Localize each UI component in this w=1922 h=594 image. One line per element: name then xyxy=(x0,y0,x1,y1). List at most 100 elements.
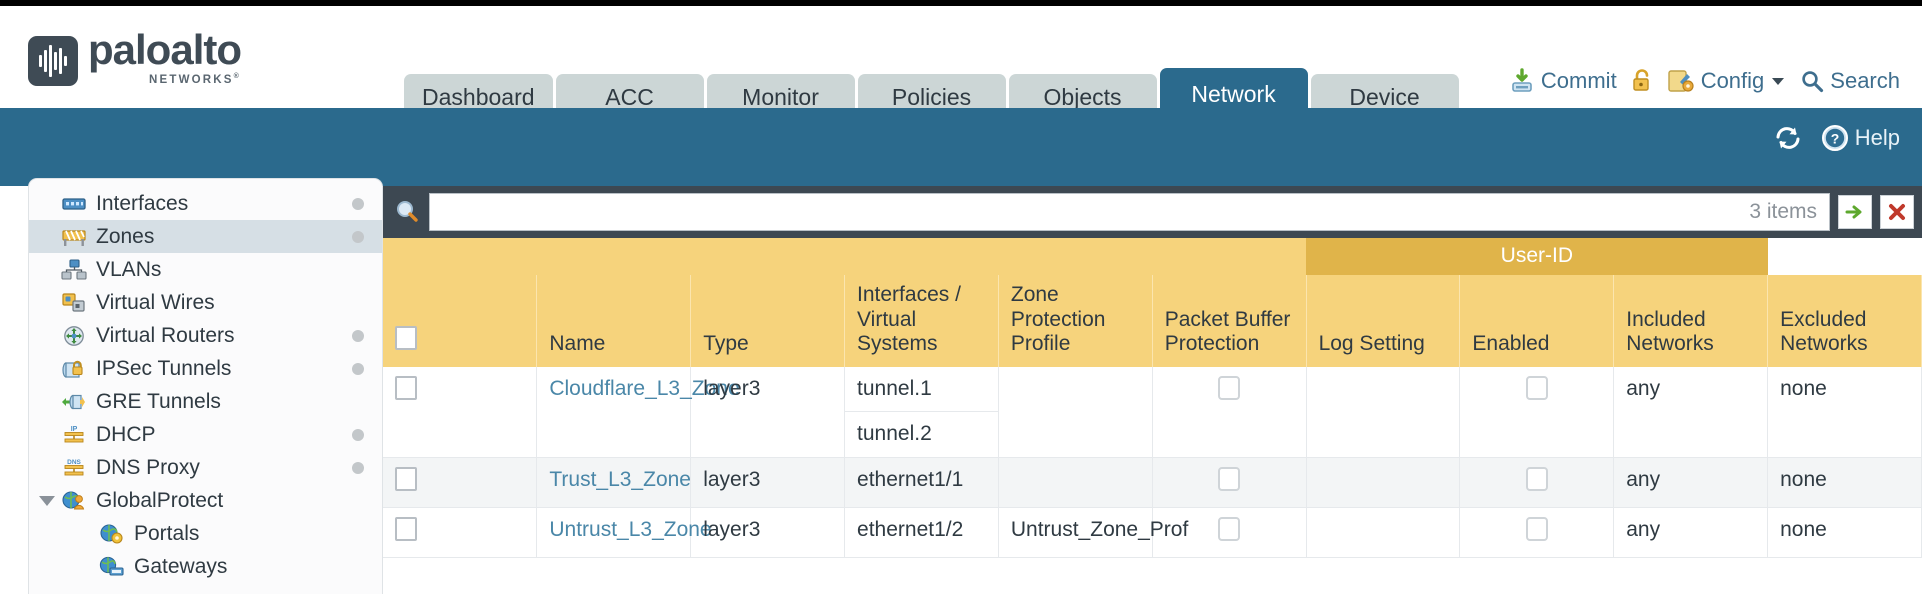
row-checkbox-cell[interactable] xyxy=(383,507,538,559)
row-user-id-enabled-cell[interactable] xyxy=(1459,457,1615,508)
row-included-networks-cell: any xyxy=(1613,367,1769,458)
header-user-id-enabled[interactable]: Enabled xyxy=(1459,274,1615,368)
chevron-down-icon xyxy=(1770,75,1786,87)
sidebar-item-zones[interactable]: Zones xyxy=(29,220,382,253)
header-excluded-networks[interactable]: Excluded Networks xyxy=(1767,274,1922,368)
sidebar-item-label: GRE Tunnels xyxy=(96,389,221,413)
sidebar-item-label: IPSec Tunnels xyxy=(96,356,232,380)
registered-mark: ® xyxy=(233,73,242,80)
row-zone-protection-cell xyxy=(998,457,1153,508)
sidebar-item-portals[interactable]: Portals xyxy=(29,517,382,550)
sidebar-item-ipsec-tunnels[interactable]: IPSec Tunnels xyxy=(29,352,382,385)
brand-logo[interactable]: paloalto NETWORKS® xyxy=(28,28,242,87)
row-user-id-enabled-cell[interactable] xyxy=(1459,507,1615,559)
user-id-enabled-checkbox[interactable] xyxy=(1525,516,1548,541)
header-type[interactable]: Type xyxy=(690,274,846,368)
vlans-icon xyxy=(61,258,87,281)
sidebar-item-dns-proxy[interactable]: DNS DNS Proxy xyxy=(29,451,382,484)
zones-table: User-ID Name Type Interfaces / Virtual S… xyxy=(383,238,1922,559)
paloalto-logo-icon xyxy=(28,36,78,87)
table-row[interactable]: Cloudflare_L3_Zone layer3 tunnel.1 tunne… xyxy=(383,367,1922,458)
user-id-enabled-checkbox[interactable] xyxy=(1525,376,1548,401)
zone-name-link[interactable]: Untrust_L3_Zone xyxy=(549,517,712,541)
brand-tagline: NETWORKS® xyxy=(88,73,241,86)
packet-buffer-protection-checkbox[interactable] xyxy=(1218,376,1241,401)
row-type-cell: layer3 xyxy=(690,367,846,458)
clear-filter-button[interactable] xyxy=(1880,195,1914,229)
help-button[interactable]: ? Help xyxy=(1821,124,1900,152)
header-log-setting[interactable]: Log Setting xyxy=(1306,274,1461,368)
row-checkbox-cell[interactable] xyxy=(383,457,538,508)
apply-filter-button[interactable] xyxy=(1838,195,1872,229)
sidebar-item-globalprotect[interactable]: GlobalProtect xyxy=(29,484,382,517)
row-interfaces-cell: ethernet1/1 xyxy=(844,457,999,508)
secondary-blue-band: ? Help xyxy=(0,108,1922,186)
row-packet-buffer-cell[interactable] xyxy=(1152,367,1307,458)
gateways-icon xyxy=(99,556,125,578)
sidebar-status-dot xyxy=(352,461,364,474)
header-zone-protection-profile[interactable]: Zone Protection Profile xyxy=(998,274,1153,368)
zone-name-link[interactable]: Cloudflare_L3_Zone xyxy=(549,377,740,401)
lock-icon xyxy=(1631,68,1653,94)
sidebar-item-virtual-routers[interactable]: Virtual Routers xyxy=(29,319,382,352)
svg-text:?: ? xyxy=(1830,131,1839,147)
user-id-enabled-checkbox[interactable] xyxy=(1525,466,1548,491)
sidebar-item-gre-tunnels[interactable]: GRE Tunnels xyxy=(29,385,382,418)
tab-monitor-label: Monitor xyxy=(742,83,819,110)
header-interfaces[interactable]: Interfaces / Virtual Systems xyxy=(844,274,999,368)
header-packet-buffer-protection[interactable]: Packet Buffer Protection xyxy=(1152,274,1307,368)
interfaces-icon xyxy=(61,193,87,215)
config-lock-button[interactable] xyxy=(1631,68,1653,94)
sidebar-item-dhcp[interactable]: IP DHCP xyxy=(29,418,382,451)
virtual-routers-icon xyxy=(61,325,87,347)
search-button[interactable]: Search xyxy=(1800,68,1900,94)
filter-search-input[interactable]: 3 items xyxy=(429,193,1830,231)
row-log-setting-cell xyxy=(1306,507,1461,559)
select-all-checkbox[interactable] xyxy=(395,326,417,351)
row-select-checkbox[interactable] xyxy=(395,466,417,491)
commit-button[interactable]: Commit xyxy=(1509,68,1617,94)
row-type-cell: layer3 xyxy=(690,457,846,508)
expand-collapse-caret-icon[interactable] xyxy=(39,495,55,506)
sidebar-item-label: DHCP xyxy=(96,422,156,446)
row-zone-protection-cell xyxy=(998,367,1153,458)
sidebar-status-dot xyxy=(352,230,364,243)
header-name[interactable]: Name xyxy=(536,274,692,368)
brand-tagline-text: NETWORKS xyxy=(148,73,234,86)
config-menu-button[interactable]: Config xyxy=(1667,68,1787,94)
packet-buffer-protection-checkbox[interactable] xyxy=(1218,516,1241,541)
header-select-all[interactable] xyxy=(383,274,538,368)
row-packet-buffer-cell[interactable] xyxy=(1152,507,1307,559)
zones-content-panel: 3 items xyxy=(383,186,1922,594)
brand-text: paloalto NETWORKS® xyxy=(88,28,242,86)
tab-acc-label: ACC xyxy=(605,83,654,110)
red-x-icon xyxy=(1886,201,1908,223)
header-included-networks[interactable]: Included Networks xyxy=(1613,274,1769,368)
table-row[interactable]: Untrust_L3_Zone layer3 ethernet1/2 Untru… xyxy=(383,507,1922,559)
commit-icon xyxy=(1509,68,1535,94)
row-included-networks-cell: any xyxy=(1613,507,1769,559)
row-name-cell: Cloudflare_L3_Zone xyxy=(536,367,740,458)
config-icon xyxy=(1667,68,1695,94)
row-packet-buffer-cell[interactable] xyxy=(1152,457,1307,508)
filter-search-icon[interactable] xyxy=(393,198,421,226)
zones-icon xyxy=(61,226,87,248)
zone-name-link[interactable]: Trust_L3_Zone xyxy=(549,467,691,491)
row-select-checkbox[interactable] xyxy=(395,516,417,541)
tab-policies-label: Policies xyxy=(891,83,972,110)
table-row[interactable]: Trust_L3_Zone layer3 ethernet1/1 any xyxy=(383,457,1922,508)
row-checkbox-cell[interactable] xyxy=(383,367,538,458)
sidebar-item-gateways[interactable]: Gateways xyxy=(29,550,382,583)
search-icon xyxy=(1800,69,1824,93)
row-user-id-enabled-cell[interactable] xyxy=(1459,367,1615,458)
zones-table-head: User-ID Name Type Interfaces / Virtual S… xyxy=(383,238,1922,368)
refresh-icon[interactable] xyxy=(1773,124,1803,152)
sidebar-item-vlans[interactable]: VLANs xyxy=(29,253,382,286)
row-zone-protection-cell: Untrust_Zone_Prof xyxy=(998,507,1188,559)
top-header-bar: paloalto NETWORKS® Dashboard ACC Monitor… xyxy=(0,0,1922,120)
sidebar-item-interfaces[interactable]: Interfaces xyxy=(29,187,382,220)
packet-buffer-protection-checkbox[interactable] xyxy=(1218,466,1241,491)
sidebar-status-dot xyxy=(352,197,364,210)
sidebar-item-virtual-wires[interactable]: Virtual Wires xyxy=(29,286,382,319)
row-select-checkbox[interactable] xyxy=(395,376,417,401)
